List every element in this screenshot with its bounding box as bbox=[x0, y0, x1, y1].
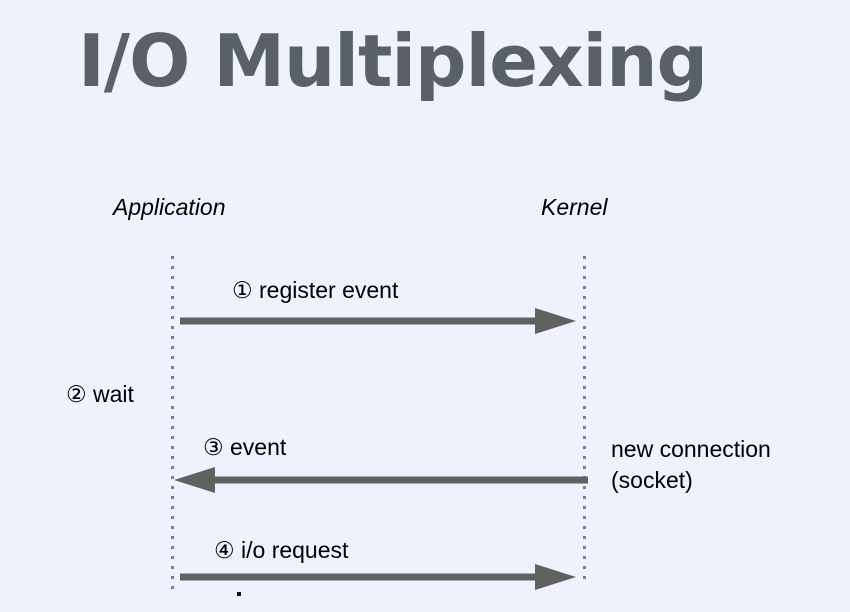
lifeline-application bbox=[171, 256, 174, 592]
page-title: I/O Multiplexing bbox=[78, 19, 708, 103]
note-new-connection-line1: new connection bbox=[611, 436, 771, 462]
message-arrow-register-event bbox=[180, 308, 576, 334]
message-label-io-request: ④ i/o request bbox=[214, 537, 349, 563]
actor-label-application: Application bbox=[113, 194, 226, 220]
actor-label-kernel: Kernel bbox=[541, 194, 608, 220]
lifeline-kernel bbox=[583, 256, 586, 584]
note-new-connection-line2: (socket) bbox=[611, 467, 693, 493]
message-label-register-event: ① register event bbox=[232, 277, 399, 303]
message-arrow-io-request bbox=[180, 564, 576, 590]
message-label-event: ③ event bbox=[203, 434, 287, 460]
message-arrow-event bbox=[174, 467, 588, 493]
message-label-wait: ② wait bbox=[66, 381, 134, 407]
note-new-connection: new connection (socket) bbox=[611, 434, 771, 496]
stray-dot-artifact bbox=[237, 592, 241, 596]
